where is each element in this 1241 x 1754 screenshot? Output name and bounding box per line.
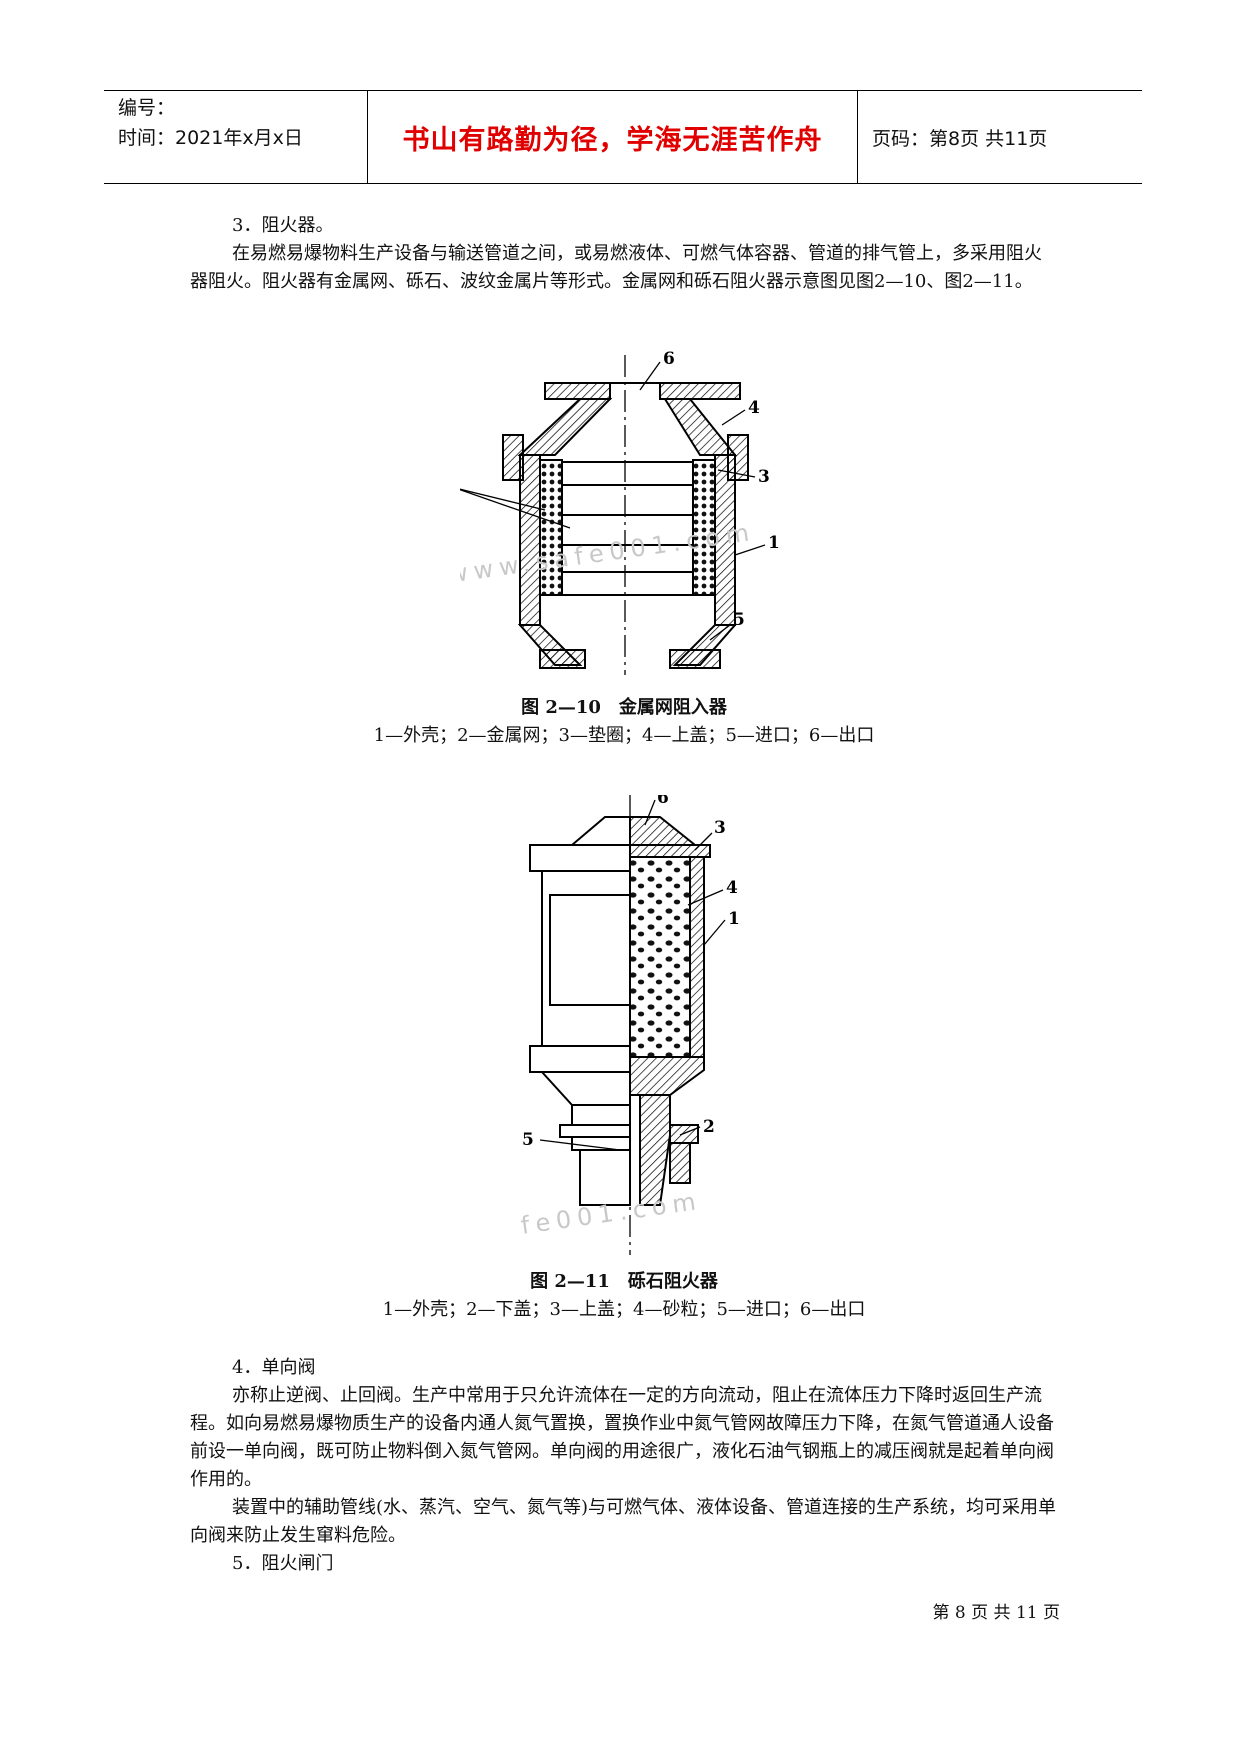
header-number-label: 编号： (118, 97, 176, 119)
header-time-label: 时间：2021年x月x日 (118, 127, 303, 149)
fig2-label-3: 3 (714, 818, 726, 838)
fig1-label-3: 3 (758, 467, 770, 487)
fig2-label-1: 1 (728, 909, 740, 929)
section-4-heading: 4．单向阀 (232, 1357, 316, 1378)
figure-2-11-legend: 1—外壳；2—下盖；3—上盖；4—砂粒；5—进口；6—出口 (382, 1299, 866, 1320)
fig2-label-5: 5 (522, 1130, 534, 1150)
section-4: 4．单向阀 亦称止逆阀、止回阀。生产中常用于只允许流体在一定的方向流动，阻止在流… (190, 1354, 1058, 1578)
figure-2-11-caption: 图 2—11 砾石阻火器 1—外壳；2—下盖；3—上盖；4—砂粒；5—进口；6—… (190, 1268, 1058, 1324)
header-meta: 编号： 时间：2021年x月x日 (104, 91, 368, 183)
fig1-label-5: 5 (733, 610, 745, 630)
fig1-label-1: 1 (768, 533, 780, 553)
section-3: 3．阻火器。 在易燃易爆物料生产设备与输送管道之间，或易燃液体、可燃气体容器、管… (190, 212, 1058, 296)
section-5-heading: 5．阻火闸门 (232, 1553, 334, 1574)
fig1-label-6: 6 (663, 350, 675, 369)
document-header: 编号： 时间：2021年x月x日 书山有路勤为径，学海无涯苦作舟 页码：第8页 … (104, 90, 1142, 184)
fig2-label-6: 6 (657, 795, 669, 808)
figure-2-11-title: 图 2—11 砾石阻火器 (530, 1271, 718, 1292)
section-4-paragraph-1: 亦称止逆阀、止回阀。生产中常用于只允许流体在一定的方向流动，阻止在流体压力下降时… (190, 1385, 1054, 1490)
figure-2-10-diagram: 6 4 3 1 2 5 www.safe001.com (460, 350, 780, 675)
header-page-label: 页码：第8页 共11页 (872, 127, 1048, 150)
figure-2-10-title: 图 2—10 金属网阻入器 (521, 697, 727, 718)
header-motto: 书山有路勤为径，学海无涯苦作舟 (368, 91, 858, 183)
figure-2-10-legend: 1—外壳；2—金属网；3—垫圈；4—上盖；5—进口；6—出口 (373, 725, 875, 746)
figure-2-11-diagram: 6 3 4 1 2 5 safe001.com (520, 795, 740, 1255)
fig2-label-2: 2 (703, 1117, 715, 1137)
section-4-paragraph-2: 装置中的辅助管线(水、蒸汽、空气、氮气等)与可燃气体、液体设备、管道连接的生产系… (190, 1497, 1057, 1546)
figure-2-10-caption: 图 2—10 金属网阻入器 1—外壳；2—金属网；3—垫圈；4—上盖；5—进口；… (190, 694, 1058, 750)
page-footer: 第 8 页 共 11 页 (932, 1603, 1060, 1623)
section-3-heading: 3．阻火器。 (232, 215, 334, 236)
fig2-label-4: 4 (726, 878, 738, 898)
fig1-label-4: 4 (748, 398, 760, 418)
section-3-paragraph: 在易燃易爆物料生产设备与输送管道之间，或易燃液体、可燃气体容器、管道的排气管上，… (190, 243, 1042, 292)
